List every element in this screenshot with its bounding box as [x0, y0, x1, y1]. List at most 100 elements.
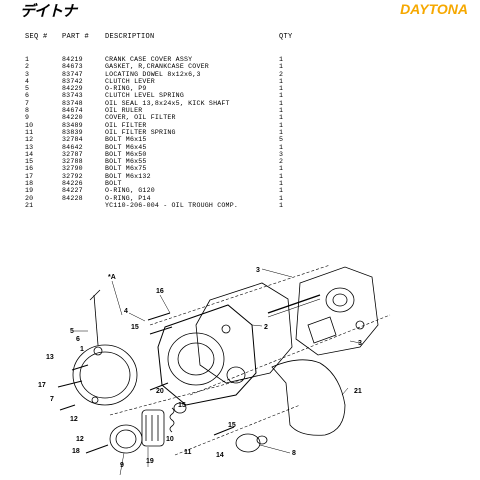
callout-label: 15 — [178, 402, 186, 409]
parts-qty-cell: 1 — [279, 92, 284, 100]
callout-label: 17 — [38, 382, 46, 389]
parts-seq-cell: 21 — [25, 201, 34, 209]
callout-label: 20 — [156, 388, 164, 395]
parts-number-cell: 84220 — [62, 114, 83, 122]
parts-qty-cell: 1 — [279, 121, 284, 129]
parts-qty-cell: 1 — [279, 143, 284, 151]
parts-description-cell: O-RING, G120 — [105, 187, 155, 195]
callout-label: 15 — [228, 422, 236, 429]
parts-table-row: 1 84219 CRANK CASE COVER ASSY 1 — [25, 56, 299, 63]
callout-leaders — [74, 268, 361, 476]
bolts-drawing — [57, 312, 235, 454]
column-header-seq: SEQ # — [25, 33, 48, 41]
callout-label: *A — [108, 274, 116, 281]
parts-table-row: 14 32787 BOLT M6x50 3 — [25, 151, 299, 158]
parts-seq-cell: 7 — [25, 99, 30, 107]
parts-seq-cell: 9 — [25, 114, 30, 122]
callout-label: 3 — [256, 267, 260, 274]
parts-seq-cell: 4 — [25, 77, 30, 85]
column-header-part: PART # — [62, 33, 90, 41]
parts-seq-cell: 11 — [25, 128, 34, 136]
engine-crankcase-drawing — [267, 266, 379, 356]
callout-label: 19 — [146, 458, 154, 465]
parts-number-cell: 32788 — [62, 158, 83, 166]
callout-label: 7 — [50, 396, 54, 403]
parts-number-cell: 32792 — [62, 172, 83, 180]
alignment-lines — [109, 264, 391, 456]
parts-qty-cell: 1 — [279, 180, 284, 188]
parts-seq-cell: 13 — [25, 143, 34, 151]
parts-description-cell: LOCATING DOWEL 8x12x6,3 — [105, 70, 201, 78]
parts-seq-cell: 5 — [25, 85, 30, 93]
parts-qty-cell: 1 — [279, 63, 284, 71]
parts-number-cell: 83748 — [62, 99, 83, 107]
parts-description-cell: YC110-206-004 - OIL TROUGH COMP. — [105, 201, 239, 209]
callout-label: 18 — [72, 448, 80, 455]
parts-seq-cell: 19 — [25, 187, 34, 195]
parts-number-cell: 84229 — [62, 85, 83, 93]
parts-qty-cell: 3 — [279, 150, 284, 158]
parts-number-cell: 32790 — [62, 165, 83, 173]
callout-label: 2 — [264, 324, 268, 331]
parts-qty-cell: 1 — [279, 99, 284, 107]
parts-description-cell: BOLT M6x45 — [105, 143, 147, 151]
parts-number-cell: 32787 — [62, 150, 83, 158]
header: デイトナ DAYTONA — [0, 0, 480, 22]
parts-qty-cell: 1 — [279, 194, 284, 202]
callout-label: 11 — [184, 449, 192, 456]
callout-label: 8 — [292, 450, 296, 457]
callout-label: 1 — [80, 346, 84, 353]
callout-label: 5 — [70, 328, 74, 335]
parts-description-cell: BOLT M6x50 — [105, 150, 147, 158]
parts-description-cell: OIL FILTER SPRING — [105, 128, 176, 136]
callout-label: 14 — [216, 452, 224, 459]
callout-label: 12 — [70, 416, 78, 423]
gasket-drawing — [195, 282, 293, 384]
parts-table-row: 5 84229 O-RING, P9 1 — [25, 85, 299, 92]
parts-seq-cell: 15 — [25, 158, 34, 166]
callout-label: 10 — [166, 436, 174, 443]
parts-seq-cell: 20 — [25, 194, 34, 202]
parts-seq-cell: 1 — [25, 56, 30, 63]
parts-description-cell: BOLT — [105, 180, 122, 188]
parts-seq-cell: 6 — [25, 92, 30, 100]
parts-qty-cell: 1 — [279, 85, 284, 93]
parts-number-cell — [62, 202, 105, 209]
parts-seq-cell: 10 — [25, 121, 34, 129]
parts-qty-cell: 5 — [279, 136, 284, 144]
callout-label: 12 — [76, 436, 84, 443]
parts-number-cell: 83839 — [62, 128, 83, 136]
parts-qty-cell: 1 — [279, 107, 284, 115]
parts-qty-cell: 1 — [279, 77, 284, 85]
parts-description-cell: CRANK CASE COVER ASSY — [105, 56, 193, 63]
callout-label: 16 — [156, 288, 164, 295]
parts-number-cell: 84227 — [62, 187, 83, 195]
parts-seq-cell: 3 — [25, 70, 30, 78]
parts-number-cell: 84226 — [62, 180, 83, 188]
parts-qty-cell: 1 — [279, 56, 284, 63]
parts-description-cell: OIL FILTER — [105, 121, 147, 129]
parts-description-cell: O-RING, P9 — [105, 85, 147, 93]
parts-description-cell: COVER, OIL FILTER — [105, 114, 176, 122]
callout-label: 13 — [46, 354, 54, 361]
parts-number-cell: 83742 — [62, 77, 83, 85]
parts-description-cell: O-RING, P14 — [105, 194, 151, 202]
callout-label: 9 — [120, 462, 124, 469]
parts-number-cell: 84219 — [62, 56, 83, 63]
parts-seq-cell: 14 — [25, 150, 34, 158]
